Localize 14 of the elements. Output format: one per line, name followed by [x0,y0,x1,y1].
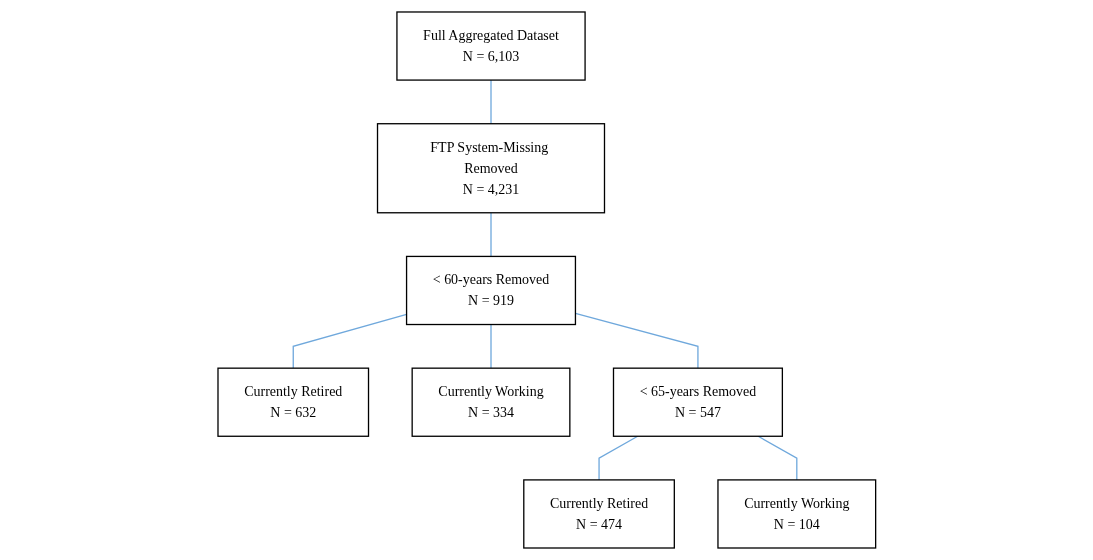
node-box: Currently Retired N = 632 [217,367,369,437]
node-box: Full Aggregated Dataset N = 6,103 [395,11,586,81]
node-box: Currently Working N = 104 [717,479,876,549]
connector [490,79,492,125]
node-box: FTP System-Missing Removed N = 4,231 [376,123,605,214]
connector [490,323,492,369]
node-box: < 65-years Removed N = 547 [612,367,783,437]
node-box: Currently Retired N = 474 [522,479,675,549]
connector [757,435,798,481]
node-box: Currently Working N = 334 [411,367,571,437]
connector [490,212,492,258]
connector [292,313,407,369]
node-box: < 60-years Removed N = 919 [405,255,576,326]
connector [598,435,638,481]
